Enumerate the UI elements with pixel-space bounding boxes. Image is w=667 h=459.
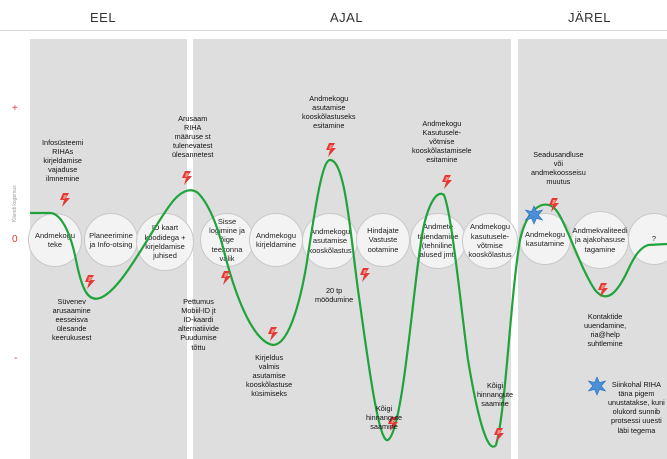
phase-header-ajal: AJAL [330,10,364,25]
axis-zero-label: 0 [12,234,18,245]
annotation-20tp: 20 tp möödumine [315,286,354,305]
annotation-koigi-hinnangute-2: Kõigi hinnangute saamine [477,381,514,409]
pain-bolt [182,171,192,185]
annotation-kirjeldus-valmis: Kirjeldus valmis asutamise kooskõlastuse… [246,353,293,399]
pain-bolt [494,428,504,442]
legend-note: Siinkohal RIHA täna pigem unustatakse, k… [608,380,665,435]
annotation-infosusteemi: Infosüsteemi RIHAs kirjeldamise vajaduse… [42,138,84,184]
step-andmekvaliteet: Andmekvaliteedi ja ajakohasuse tagamine [571,211,629,269]
annotation-suvenev: Süvenev arusaamine eesseisva ülesande ke… [52,297,92,343]
annotation-koigi-hinnangute-1: Kõigi hinnangute saamine [366,404,403,432]
annotation-kasutuselevotmise-esitamine: Andmekogu Kasutusele- võtmise kooskõlast… [412,119,472,165]
annotation-pettumus: Pettumus Mobiil-ID jt ID-kaardi alternat… [178,297,219,352]
pain-bolt [326,143,336,157]
step-planeerimine: Planeerimine ja Info-otsing [84,213,138,267]
step-hindajate-ootamine: Hindajate Vastuste ootamine [356,213,410,267]
step-andmekogu-kirjeldamine: Andmekogu kirjeldamine [249,213,303,267]
pain-bolt [85,275,95,289]
pain-bolt [549,198,559,212]
phase-header-eel: EEL [90,10,117,25]
pain-bolt [60,193,70,207]
legend-star-icon [588,376,606,396]
phase-header-jarel: JÄREL [568,10,611,25]
phase-header-band [0,6,667,31]
pain-bolt [360,268,370,282]
step-kasutuselevotmise-kooskolastus: Andmekogu kasutusele-võtmise kooskõlastu… [462,213,518,269]
step-asutamise-kooskolastus: Andmekogu asutamise kooskõlastus [302,213,358,269]
annotation-asutamise-esitamine: Andmekogu asutamise kooskõlastuseks esit… [302,94,356,131]
annotation-seadusandluse: Seadusandluse või andmekoosseisu muutus [531,150,586,187]
axis-minus-label: - [14,353,18,364]
axis-plus-label: + [12,103,18,114]
star-icon [525,205,543,225]
annotation-arusaam: Arusaam RIHA määruse st tulenevatest üle… [172,114,214,160]
pain-bolt [442,175,452,189]
pain-bolt [268,327,278,341]
annotation-kontaktide: Kontaktide uuendamine, ria@help suhtlemi… [584,312,627,349]
